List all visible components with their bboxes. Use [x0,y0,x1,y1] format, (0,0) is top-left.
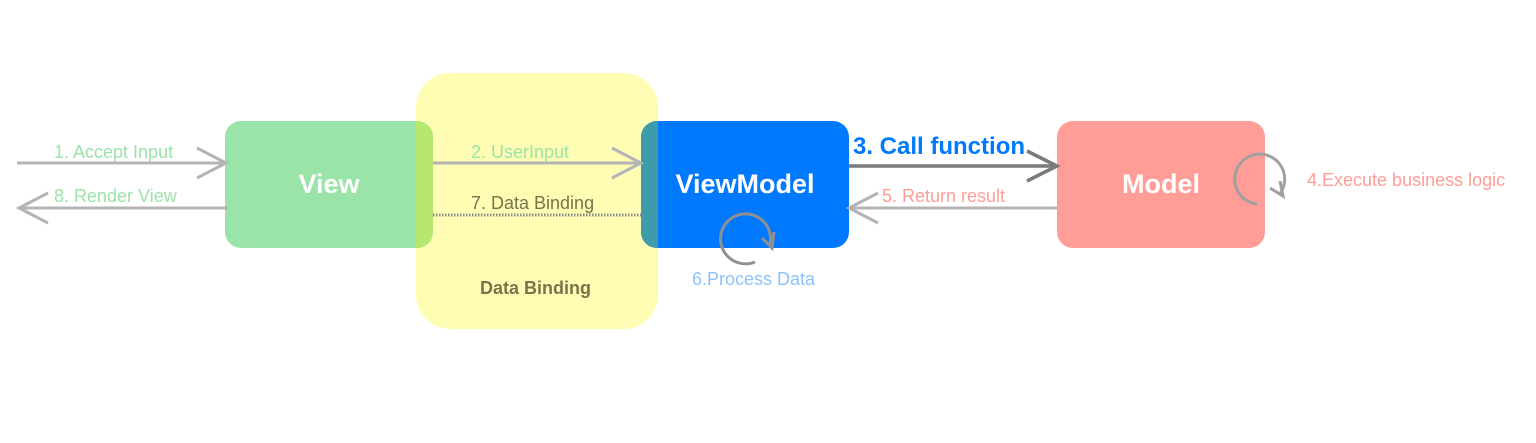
step-call-function-label: 3. Call function [853,133,1026,160]
model-box: Model [1057,121,1265,248]
step-data-binding-label: 7. Data Binding [471,193,595,213]
call-function-arrow [849,149,1061,183]
model-box-label: Model [1122,169,1200,199]
step-return-result-label: 5. Return result [882,186,1006,206]
data-binding-region [416,73,658,329]
data-binding-region-label: Data Binding [480,278,591,298]
accept-input-arrow [17,146,230,180]
view-box-label: View [298,169,360,199]
step-accept-input-label: 1. Accept Input [54,142,174,162]
viewmodel-box-label: ViewModel [675,169,815,199]
viewmodel-box-label-wrap: ViewModel [641,121,849,248]
step-execute-logic-label: 4.Execute business logic [1307,170,1506,190]
process-data-loop-icon [719,212,776,266]
return-result-arrow [845,191,1057,225]
execute-logic-loop-icon [1233,152,1287,206]
viewmodel-box [641,121,849,248]
user-input-arrow [433,146,645,180]
step-user-input-label: 2. UserInput [471,142,570,162]
step-process-data-label: 6.Process Data [692,269,816,289]
view-box: View [225,121,433,248]
view-data-binding-overlap [416,121,433,248]
step-render-view-label: 8. Render View [54,186,177,206]
render-view-arrow [15,191,228,225]
viewmodel-data-binding-overlap [641,121,658,248]
